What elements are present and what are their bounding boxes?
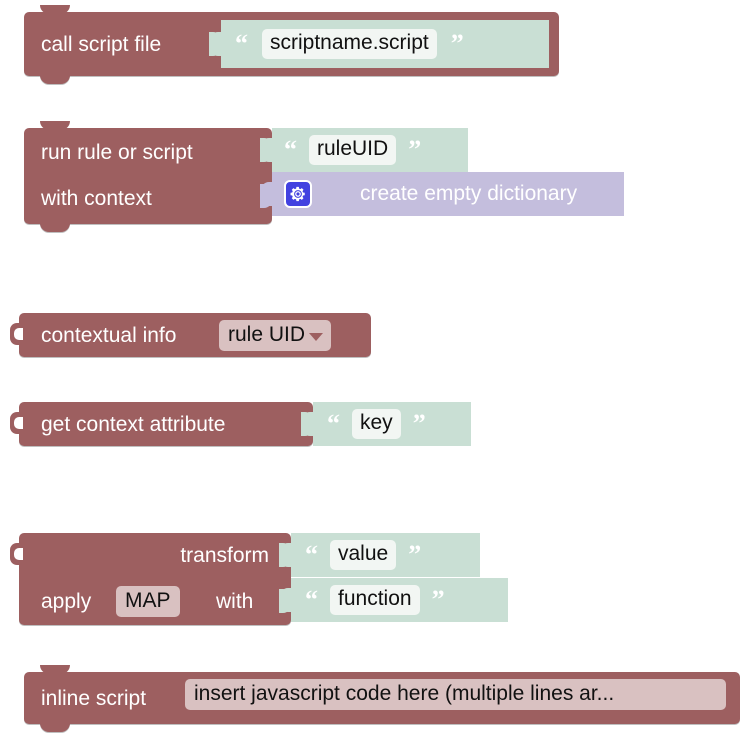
block-get-context-attribute[interactable]: get context attribute “ key ” <box>10 402 471 446</box>
text-field-scriptname[interactable]: scriptname.script <box>262 29 437 59</box>
open-quote-icon: “ <box>284 135 297 164</box>
field-value-map: MAP <box>125 589 171 612</box>
value-block-string-scriptname[interactable]: “ scriptname.script ” <box>210 20 549 68</box>
dropdown-field-rule-uid[interactable]: rule UID <box>219 320 332 352</box>
value-plug-tab <box>280 588 292 612</box>
block-label-contextual-info: contextual info <box>41 324 177 347</box>
value-block-string-ruleuid[interactable]: “ ruleUID ” <box>261 128 468 172</box>
value-plug-tab <box>261 182 273 206</box>
value-plug-tab <box>261 138 273 162</box>
block-label-apply: apply <box>41 590 92 613</box>
open-quote-icon: “ <box>327 409 340 438</box>
block-inline-script[interactable]: inline script insert javascript code her… <box>24 665 740 732</box>
value-plug-tab <box>210 32 222 56</box>
text-field-inline-script[interactable]: insert javascript code here (multiple li… <box>185 679 726 711</box>
field-value-inline-script: insert javascript code here (multiple li… <box>194 682 615 705</box>
close-quote-icon: ” <box>408 135 422 164</box>
value-block-create-empty-dictionary[interactable]: create empty dictionary <box>261 172 624 216</box>
close-quote-icon: ” <box>412 409 426 438</box>
value-block-string-function[interactable]: “ function ” <box>280 578 508 622</box>
block-label-with: with <box>216 590 254 613</box>
block-transform[interactable]: transform apply MAP with “ value ” “ fun… <box>10 533 508 625</box>
text-field-map[interactable]: MAP <box>116 586 180 618</box>
bottom-connector-notch <box>40 75 70 84</box>
close-quote-icon: ” <box>450 29 464 58</box>
top-connector-notch <box>40 121 70 130</box>
value-label-create-empty-dictionary: create empty dictionary <box>360 182 578 205</box>
open-quote-icon: “ <box>305 540 318 569</box>
block-run-rule-or-script[interactable]: run rule or script with context “ ruleUI… <box>24 121 624 232</box>
block-label-inline-script: inline script <box>41 687 147 710</box>
open-quote-icon: “ <box>235 29 248 58</box>
text-field-function[interactable]: function <box>330 585 420 615</box>
value-block-string-value[interactable]: “ value ” <box>280 533 480 577</box>
block-contextual-info[interactable]: contextual info rule UID <box>10 313 371 357</box>
open-quote-icon: “ <box>305 585 318 614</box>
block-label-with-context: with context <box>41 187 152 210</box>
block-label-get-context-attribute: get context attribute <box>41 413 226 436</box>
bottom-connector-notch <box>40 723 70 732</box>
block-body[interactable] <box>19 402 313 446</box>
output-plug-tab <box>10 543 23 565</box>
block-call-script-file[interactable]: call script file “ scriptname.script ” <box>24 5 559 84</box>
dropdown-value: rule UID <box>228 323 306 346</box>
block-label-transform: transform <box>180 544 269 567</box>
text-field-value[interactable]: value <box>330 540 397 570</box>
bottom-connector-notch <box>40 223 70 232</box>
text-field-key[interactable]: key <box>352 409 401 439</box>
close-quote-icon: ” <box>408 540 422 569</box>
value-plug-tab <box>302 412 314 436</box>
chevron-down-icon <box>309 332 324 341</box>
gear-icon[interactable] <box>284 180 312 208</box>
text-field-ruleuid[interactable]: ruleUID <box>309 135 397 165</box>
output-plug-tab <box>10 323 23 345</box>
value-block-string-key[interactable]: “ key ” <box>302 402 471 446</box>
block-label-run-rule-or-script: run rule or script <box>41 141 193 164</box>
block-body[interactable] <box>24 128 272 224</box>
output-plug-tab <box>10 412 23 434</box>
block-label-call-script-file: call script file <box>41 33 162 56</box>
top-connector-notch <box>40 665 70 674</box>
close-quote-icon: ” <box>431 585 445 614</box>
top-connector-notch <box>40 5 70 14</box>
value-plug-tab <box>280 543 292 567</box>
